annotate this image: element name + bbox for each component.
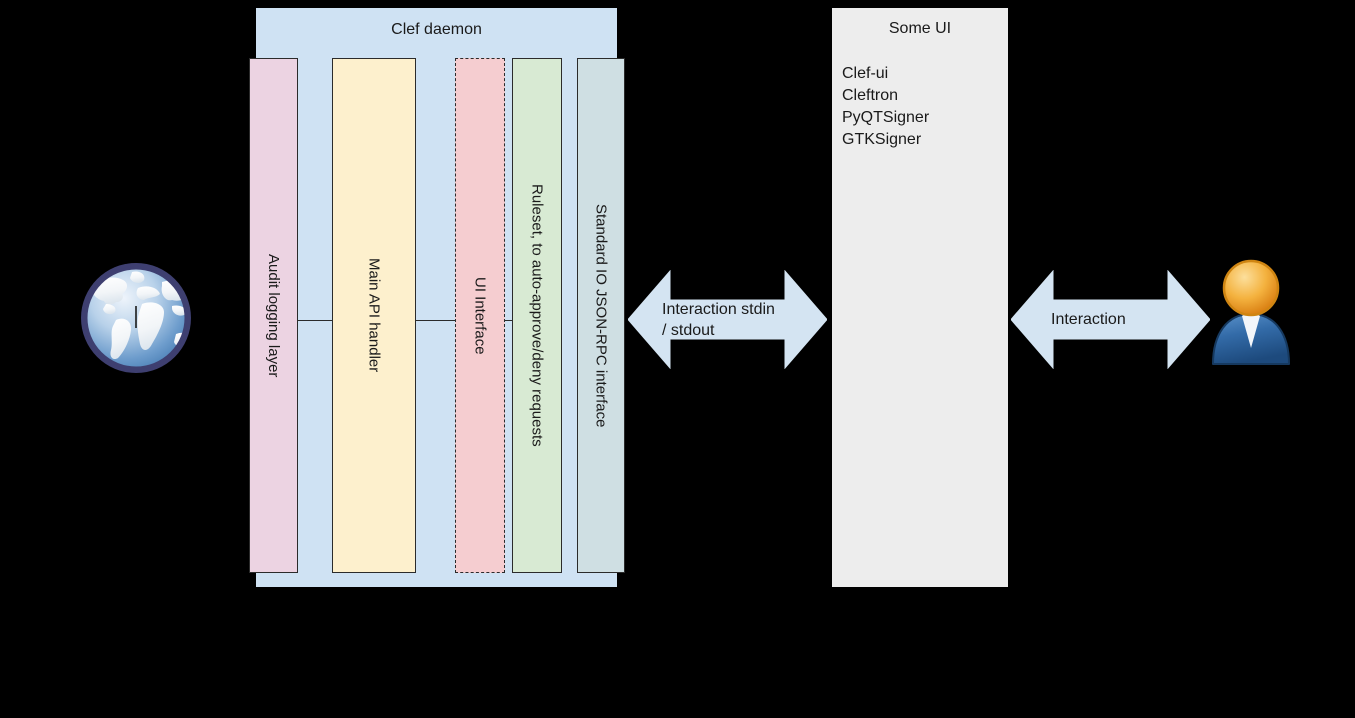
box-label-ui-interface: UI Interface [471, 276, 489, 355]
double-arrow-icon [1011, 270, 1210, 369]
some-ui-title: Some UI [888, 20, 952, 37]
list-item: PyQTSigner [842, 109, 930, 126]
list-item: Cleftron [842, 87, 899, 104]
list-item: GTKSigner [842, 131, 922, 148]
clef-daemon-container: Clef daemon [256, 8, 617, 587]
arrow-label-interaction: Interaction [1011, 270, 1210, 369]
some-ui-list: Clef-ui Cleftron PyQTSigner GTKSigner [842, 63, 929, 151]
connector-line-uiiface-to-ruleset [504, 320, 514, 321]
connector-line-audit-to-mainapi [297, 320, 333, 321]
box-ruleset[interactable]: Ruleset, to auto-approve/deny requests [512, 58, 562, 573]
list-item: Clef-ui [842, 65, 889, 82]
double-arrow-icon [628, 270, 827, 369]
arrow-label-line2: / stdout [662, 321, 715, 339]
arrow-label-line1: Interaction [1051, 311, 1126, 328]
box-label-standard-io-json-rpc-interface: Standard IO JSON-RPC interface [592, 203, 610, 428]
arrow-label-line1: Interaction stdin [662, 300, 775, 318]
clef-daemon-title: Clef daemon [391, 21, 482, 38]
arrow-interaction: Interaction [1011, 270, 1210, 369]
connector-line-mainapi-to-uiiface [415, 320, 456, 321]
box-audit-logging-layer[interactable]: Audit logging layer [249, 58, 298, 573]
globe-icon [81, 263, 191, 373]
box-main-api-handler[interactable]: Main API handler [332, 58, 416, 573]
box-label-ruleset: Ruleset, to auto-approve/deny requests [528, 184, 546, 447]
some-ui-panel: Some UI Clef-ui Cleftron PyQTSigner GTKS… [832, 8, 1008, 587]
user-icon [1212, 259, 1290, 365]
box-ui-interface[interactable]: UI Interface [455, 58, 505, 573]
box-label-main-api-handler: Main API handler [365, 258, 383, 373]
box-standard-io-json-rpc-interface[interactable]: Standard IO JSON-RPC interface [577, 58, 625, 573]
arrow-label-stdio: Interaction stdin / stdout [628, 270, 827, 369]
box-label-audit-logging-layer: Audit logging layer [265, 253, 282, 378]
arrow-interaction-stdin-stdout: Interaction stdin / stdout [628, 270, 827, 369]
